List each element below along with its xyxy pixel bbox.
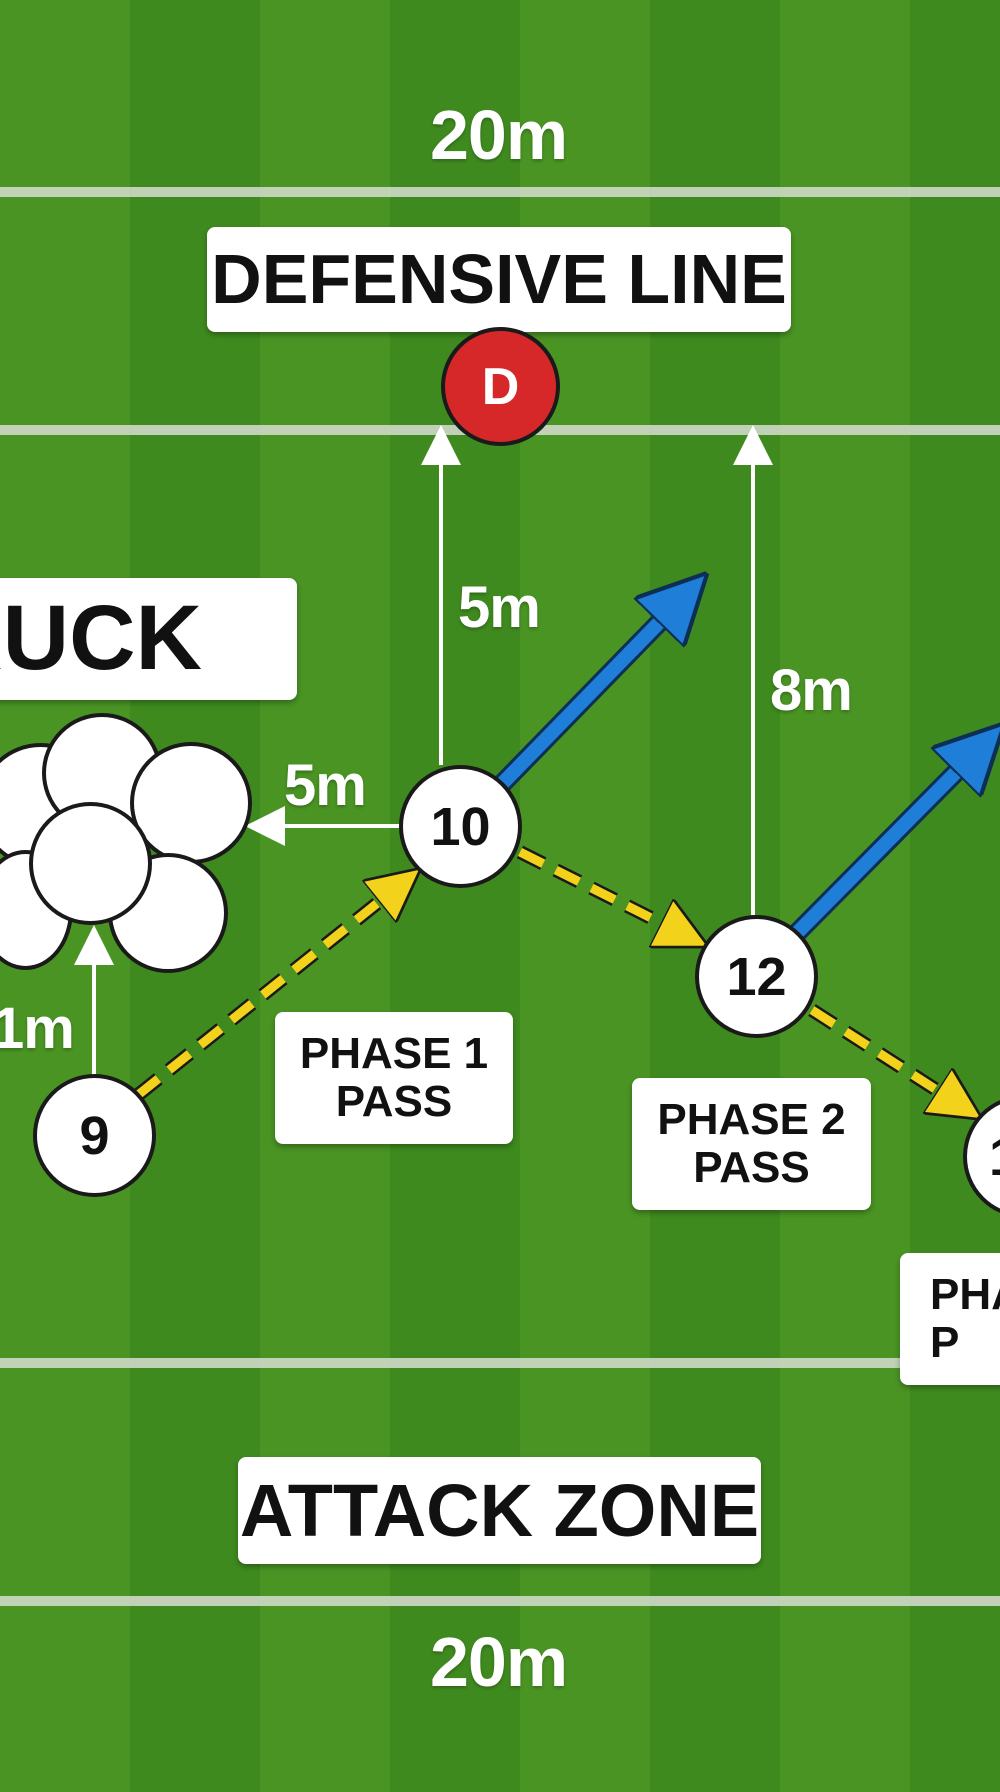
phase3-pass-sign: PHA P xyxy=(900,1253,1000,1385)
pass-arrow-1 xyxy=(135,885,400,1099)
top-distance-label: 20m xyxy=(430,96,568,174)
player-12: 12 xyxy=(695,915,818,1038)
run-arrow-10 xyxy=(492,598,683,793)
distance-label-10-up: 5m xyxy=(458,575,541,640)
phase1-pass-sign: PHASE 1 PASS xyxy=(275,1012,513,1144)
ruck-player xyxy=(29,802,152,925)
defensive-line-sign: DEFENSIVE LINE xyxy=(207,227,791,332)
distance-label-12-up: 8m xyxy=(770,658,853,723)
pass-arrow-2 xyxy=(517,847,685,935)
field-line-top xyxy=(0,187,1000,197)
run-arrow-12 xyxy=(790,748,980,940)
bottom-distance-label: 20m xyxy=(430,1623,568,1701)
field-line-lower xyxy=(0,1358,1000,1368)
player-9: 9 xyxy=(33,1074,156,1197)
player-10: 10 xyxy=(399,765,522,888)
pass-arrow-3 xyxy=(809,1006,960,1105)
defender-player: D xyxy=(441,327,560,446)
distance-label-9-up: 1m xyxy=(0,996,75,1061)
field-line-bottom xyxy=(0,1596,1000,1606)
distance-label-10-left: 5m xyxy=(284,753,367,818)
phase2-pass-sign: PHASE 2 PASS xyxy=(632,1078,871,1210)
ruck-sign: RUCK xyxy=(0,578,297,700)
attack-zone-sign: ATTACK ZONE xyxy=(238,1457,761,1564)
